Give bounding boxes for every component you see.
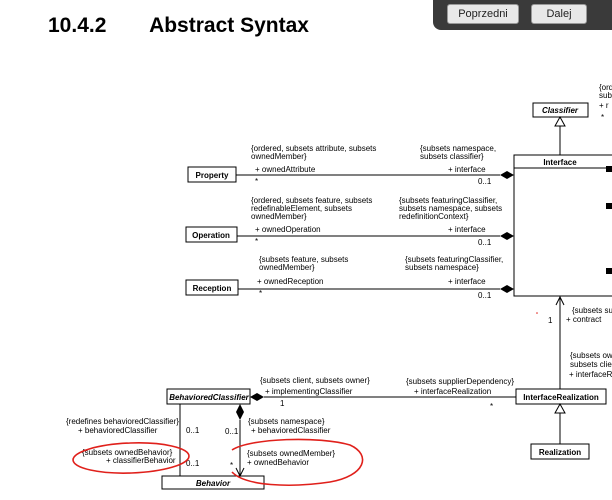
ic-top-1: {ord [599,83,612,92]
op-constraint-1: {ordered, subsets feature, subsets [251,196,372,205]
class-classifier-label: Classifier [542,106,579,115]
op-mult: * [255,237,258,246]
ns-role: + behavioredClassifier [251,426,331,435]
contract-role: + contract [566,315,602,324]
contract-constraint: {subsets su [572,306,612,315]
ir-r-constraint-1: {subsets ow [570,351,612,360]
class-behavior-label: Behavior [196,479,231,488]
contract-mult: 1 [548,316,553,325]
ir-dep-constraint: {subsets supplierDependency} [406,377,514,386]
ir-r-constraint-2: subsets clie [570,360,612,369]
op-r-constraint-2: subsets namespace, subsets [399,204,502,213]
redef-mult: 0..1 [186,426,200,435]
ir-mult: * [490,402,493,411]
class-property-label: Property [196,171,229,180]
rec-r-constraint-1: {subsets featuringClassifier, [405,255,503,264]
op-r-role: + interface [448,225,486,234]
bc-client-constraint: {subsets client, subsets owner} [260,376,370,385]
bc-mult: 1 [280,399,285,408]
class-interface [513,154,612,297]
bc-role: + implementingClassifier [265,387,353,396]
op-role: + ownedOperation [255,225,321,234]
class-reception [185,279,239,296]
class-operation-label: Operation [192,231,230,240]
prop-r-mult: 0..1 [478,177,492,186]
section-title: Abstract Syntax [149,14,309,37]
section-number: 10.4.2 [48,14,107,37]
op-r-constraint-1: {subsets featuringClassifier, [399,196,497,205]
class-interface-label: Interface [543,158,577,167]
rec-role: + ownedReception [257,277,324,286]
class-behaviored-classifier [166,388,251,405]
ob-constraint: {subsets ownedMember} [247,449,335,458]
rec-r-role: + interface [448,277,486,286]
rec-constraint-2: ownedMember} [259,263,315,272]
rec-r-mult: 0..1 [478,291,492,300]
class-behaviored-classifier-label: BehavioredClassifier [169,393,249,402]
prop-r-constraint-2: subsets classifier} [420,152,484,161]
ir-r-role: + interfaceR [569,370,612,379]
next-button[interactable]: Dalej [531,4,587,24]
ic-top-4: * [601,113,604,122]
ns-mult: 0..1 [225,427,239,436]
class-realization-label: Realization [539,448,581,457]
gen-arrow-classifier [554,115,566,127]
ob-mult: * [230,461,233,470]
prop-r-constraint-1: {subsets namespace, [420,144,496,153]
redef-constraint: {redefines behavioredClassifier} [66,417,179,426]
ic-top-3: + r [599,101,609,110]
op-r-constraint-3: redefinitionContext} [399,212,469,221]
rec-r-constraint-2: subsets namespace} [405,263,479,272]
ob-role: + ownedBehavior [247,458,309,467]
cb-constraint: {subsets ownedBehavior} [82,448,173,457]
op-r-mult: 0..1 [478,238,492,247]
annotation-circle-left [72,442,190,474]
rec-constraint-1: {subsets feature, subsets [259,255,348,264]
prev-button[interactable]: Poprzedni [447,4,519,24]
ns-constraint: {subsets namespace} [248,417,325,426]
class-behavior [161,475,265,490]
cb-role: + classifierBehavior [106,456,176,465]
nav-bar: Poprzedni Dalej [433,0,612,30]
op-constraint-3: ownedMember} [251,212,307,221]
class-operation [185,226,238,243]
cb-mult: 0..1 [186,459,200,468]
prop-constraint-1: {ordered, subsets attribute, subsets [251,144,376,153]
ir-role: + interfaceRealization [414,387,491,396]
rec-mult: * [259,289,262,298]
op-constraint-2: redefinableElement, subsets [251,204,352,213]
annotation-circle-right [231,438,364,486]
class-reception-label: Reception [193,284,232,293]
section-heading: 10.4.2 Abstract Syntax [48,14,309,38]
prop-constraint-2: ownedMember} [251,152,307,161]
ic-top-2: subs [599,91,612,100]
class-interface-realization-label: InterfaceRealization [523,393,599,402]
prop-r-role: + interface [448,165,486,174]
prop-mult: * [255,177,258,186]
redef-role: + behavioredClassifier [78,426,158,435]
prop-role: + ownedAttribute [255,165,316,174]
